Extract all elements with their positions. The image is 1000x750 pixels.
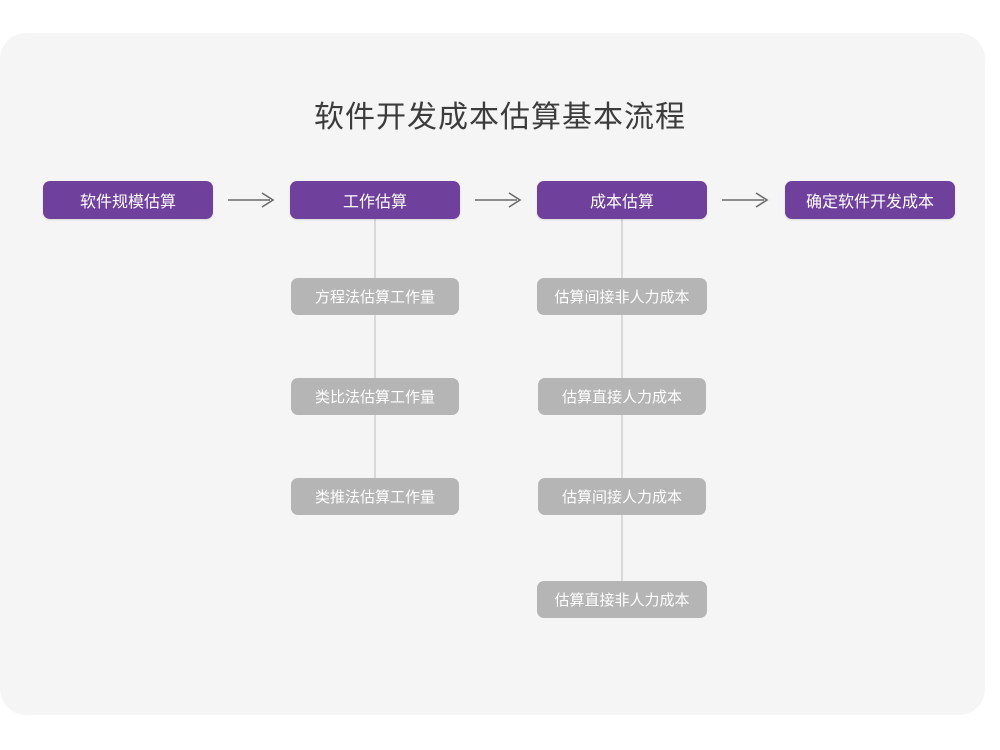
flow-node-cost-1[interactable]: 估算间接非人力成本 bbox=[537, 278, 707, 315]
flow-node-label: 类比法估算工作量 bbox=[314, 389, 435, 406]
flow-node-label: 工作估算 bbox=[342, 194, 407, 211]
diagram-card bbox=[0, 33, 985, 715]
connector-cost-branch bbox=[621, 219, 623, 614]
flow-node-step-4[interactable]: 确定软件开发成本 bbox=[785, 181, 955, 219]
flow-node-work-3[interactable]: 类推法估算工作量 bbox=[291, 478, 459, 515]
arrow-right-icon-3 bbox=[722, 190, 770, 210]
arrow-right-icon-1 bbox=[228, 190, 276, 210]
flow-node-label: 确定软件开发成本 bbox=[805, 194, 934, 211]
flow-node-work-1[interactable]: 方程法估算工作量 bbox=[291, 278, 459, 315]
flow-node-cost-2[interactable]: 估算直接人力成本 bbox=[538, 378, 706, 415]
flow-node-label: 估算直接非人力成本 bbox=[554, 592, 690, 609]
page-title: 软件开发成本估算基本流程 bbox=[314, 101, 686, 134]
flow-node-label: 估算间接人力成本 bbox=[561, 489, 682, 506]
flow-node-label: 估算直接人力成本 bbox=[561, 389, 682, 406]
flow-node-step-1[interactable]: 软件规模估算 bbox=[43, 181, 213, 219]
flow-node-label: 软件规模估算 bbox=[79, 194, 176, 211]
flow-node-label: 类推法估算工作量 bbox=[314, 489, 435, 506]
flow-node-label: 估算间接非人力成本 bbox=[554, 289, 690, 306]
flow-node-label: 成本估算 bbox=[589, 194, 654, 211]
arrow-right-icon-2 bbox=[475, 190, 523, 210]
flow-node-cost-4[interactable]: 估算直接非人力成本 bbox=[537, 581, 707, 618]
flow-node-step-2[interactable]: 工作估算 bbox=[290, 181, 460, 219]
flow-node-cost-3[interactable]: 估算间接人力成本 bbox=[538, 478, 706, 515]
connector-work-branch bbox=[374, 219, 376, 511]
flow-node-label: 方程法估算工作量 bbox=[314, 289, 435, 306]
flow-node-step-3[interactable]: 成本估算 bbox=[537, 181, 707, 219]
flow-node-work-2[interactable]: 类比法估算工作量 bbox=[291, 378, 459, 415]
